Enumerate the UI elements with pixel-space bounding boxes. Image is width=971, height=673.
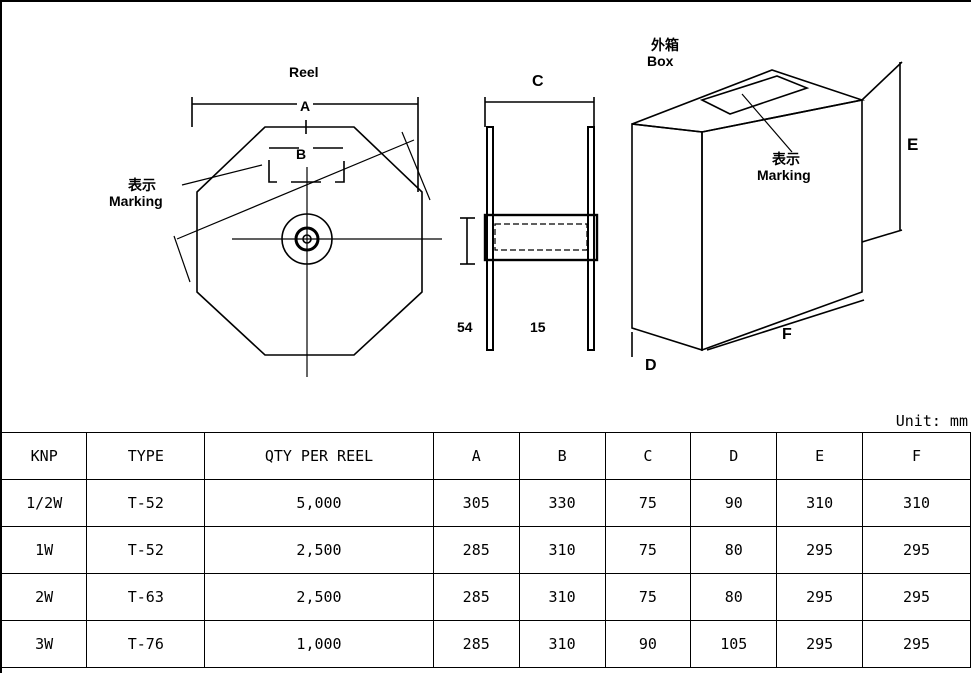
cell-qty: 5,000 xyxy=(204,479,434,527)
reel-core xyxy=(483,213,599,262)
cell-a: 285 xyxy=(432,526,520,574)
dim-E-label: E xyxy=(907,135,919,154)
cell-qty: 1,000 xyxy=(204,620,434,668)
cell-type: T-63 xyxy=(86,573,206,621)
dim-F-label: F xyxy=(782,326,792,343)
reel-label: Reel xyxy=(289,64,319,80)
reel-flange-right xyxy=(587,126,595,351)
cell-d: 80 xyxy=(690,573,778,621)
cell-qty: 2,500 xyxy=(204,526,434,574)
header-cell: B xyxy=(518,432,606,480)
cell-f: 310 xyxy=(862,479,971,527)
marking-pointer-left xyxy=(181,164,263,186)
header-cell: E xyxy=(776,432,864,480)
cell-b: 330 xyxy=(518,479,606,527)
cell-c: 75 xyxy=(604,526,692,574)
header-cell: KNP xyxy=(0,432,88,480)
cell-knp: 2W xyxy=(0,573,88,621)
table-header-row: KNP TYPE QTY PER REEL A B C D E F xyxy=(0,432,971,480)
table-row: 1W T-52 2,500 285 310 75 80 295 295 xyxy=(0,526,971,574)
reel-octagon xyxy=(196,126,423,356)
cell-f: 295 xyxy=(862,620,971,668)
cell-d: 80 xyxy=(690,526,778,574)
dim-15-label: 15 xyxy=(530,319,546,335)
dim-A-label: A xyxy=(297,99,314,114)
reel-flange-left xyxy=(486,126,494,351)
header-cell: TYPE xyxy=(86,432,206,480)
cell-type: T-76 xyxy=(86,620,206,668)
cell-e: 295 xyxy=(776,620,864,668)
dim-54-label: 54 xyxy=(457,319,473,335)
cell-b: 310 xyxy=(518,573,606,621)
cell-a: 285 xyxy=(432,620,520,668)
cell-f: 295 xyxy=(862,573,971,621)
table-row: 1/2W T-52 5,000 305 330 75 90 310 310 xyxy=(0,479,971,527)
box-marking-window xyxy=(699,75,810,115)
box-dim-F-line xyxy=(706,299,865,351)
box-cn-label: 外箱 xyxy=(651,37,679,53)
box-front xyxy=(631,123,703,352)
packaging-drawing: Reel A B 表示 Marking C 54 15 外箱 Box 表示 Ma… xyxy=(2,2,969,432)
dim-D-label: D xyxy=(645,357,657,374)
marking-en-left: Marking xyxy=(109,193,163,209)
cell-b: 310 xyxy=(518,526,606,574)
cell-c: 75 xyxy=(604,573,692,621)
cell-knp: 3W xyxy=(0,620,88,668)
cell-f: 295 xyxy=(862,526,971,574)
header-cell: A xyxy=(432,432,520,480)
cell-type: T-52 xyxy=(86,526,206,574)
cell-e: 295 xyxy=(776,526,864,574)
dim-B-label: B xyxy=(296,146,307,162)
cell-d: 105 xyxy=(690,620,778,668)
cell-e: 295 xyxy=(776,573,864,621)
box-side xyxy=(701,99,863,352)
marking-cn-left: 表示 xyxy=(128,177,156,193)
box-en-label: Box xyxy=(647,53,674,69)
cell-d: 90 xyxy=(690,479,778,527)
marking-pointer-right xyxy=(741,93,793,153)
dimension-table: KNP TYPE QTY PER REEL A B C D E F 1/2W T… xyxy=(0,432,971,668)
cell-a: 285 xyxy=(432,573,520,621)
cell-e: 310 xyxy=(776,479,864,527)
header-cell: C xyxy=(604,432,692,480)
dim-C-label: C xyxy=(532,73,544,90)
cell-knp: 1W xyxy=(0,526,88,574)
header-cell: D xyxy=(690,432,778,480)
table-row: 2W T-63 2,500 285 310 75 80 295 295 xyxy=(0,573,971,621)
header-cell: F xyxy=(862,432,971,480)
header-cell: QTY PER REEL xyxy=(204,432,434,480)
cell-b: 310 xyxy=(518,620,606,668)
marking-en-right: Marking xyxy=(757,167,811,183)
drawing-svg xyxy=(173,61,903,377)
cell-knp: 1/2W xyxy=(0,479,88,527)
table-row: 3W T-76 1,000 285 310 90 105 295 295 xyxy=(0,620,971,668)
unit-label: Unit: mm xyxy=(895,412,968,430)
cell-qty: 2,500 xyxy=(204,573,434,621)
cell-c: 75 xyxy=(604,479,692,527)
cell-type: T-52 xyxy=(86,479,206,527)
cell-a: 305 xyxy=(432,479,520,527)
marking-cn-right: 表示 xyxy=(772,151,800,167)
cell-c: 90 xyxy=(604,620,692,668)
